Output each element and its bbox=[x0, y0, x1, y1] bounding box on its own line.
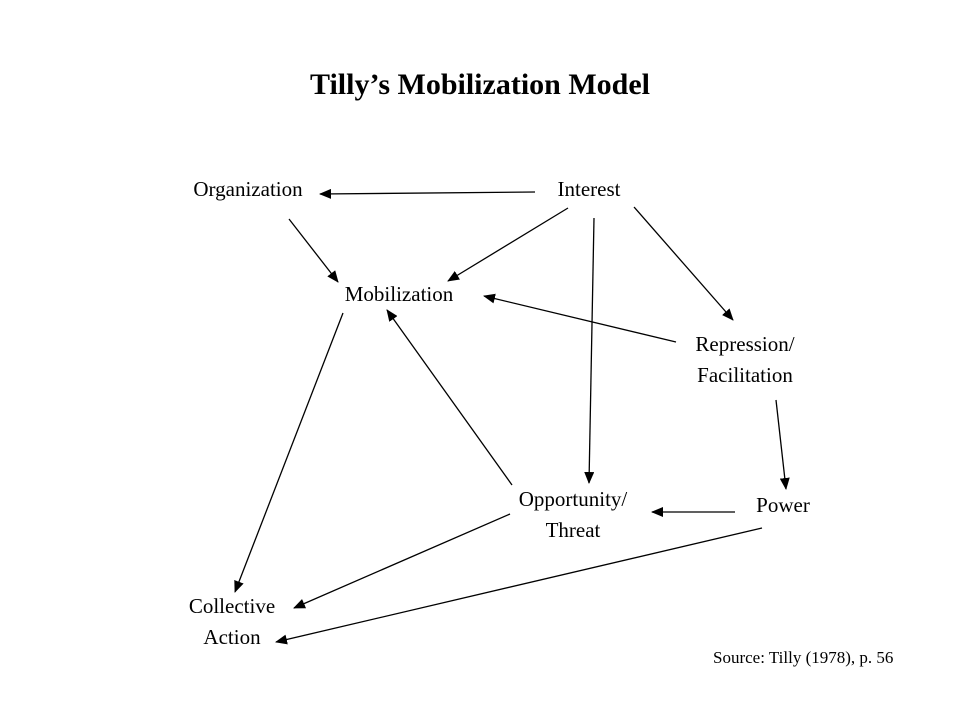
node-interest-label: Interest bbox=[557, 177, 621, 201]
edge-interest-organization bbox=[319, 188, 536, 199]
node-repression-line1: Repression/ bbox=[695, 332, 795, 356]
node-collective-line1: Collective bbox=[188, 594, 276, 618]
edge-organization-mobilization bbox=[288, 218, 339, 283]
node-opportunity-line1: Opportunity/ bbox=[518, 487, 628, 511]
node-organization: Organization bbox=[182, 174, 314, 205]
node-power-label: Power bbox=[756, 493, 810, 517]
node-collective-line2: Action bbox=[203, 625, 261, 649]
node-collective-action: Collective Action bbox=[176, 591, 288, 653]
edge-power-collective bbox=[275, 527, 763, 645]
node-repression-line2: Facilitation bbox=[697, 363, 793, 387]
node-mobilization-label: Mobilization bbox=[344, 282, 454, 306]
edge-repression-mobilization bbox=[483, 293, 677, 343]
edge-opportunity-mobilization bbox=[386, 309, 513, 486]
node-interest: Interest bbox=[544, 174, 634, 205]
node-opportunity-threat: Opportunity/ Threat bbox=[500, 484, 646, 546]
edge-interest-repression bbox=[633, 206, 734, 321]
node-mobilization: Mobilization bbox=[328, 279, 470, 310]
edge-interest-opportunity bbox=[584, 217, 595, 484]
node-organization-label: Organization bbox=[193, 177, 303, 201]
edge-opportunity-collective bbox=[293, 513, 511, 609]
diagram-title: Tilly’s Mobilization Model bbox=[309, 68, 650, 101]
edge-repression-power bbox=[775, 399, 790, 490]
node-power: Power bbox=[745, 490, 821, 521]
edge-mobilization-collective bbox=[234, 312, 344, 593]
node-opportunity-line2: Threat bbox=[545, 518, 601, 542]
edge-interest-mobilization bbox=[447, 207, 569, 282]
node-repression-facilitation: Repression/ Facilitation bbox=[680, 329, 810, 391]
source-citation: Source: Tilly (1978), p. 56 bbox=[713, 648, 894, 667]
